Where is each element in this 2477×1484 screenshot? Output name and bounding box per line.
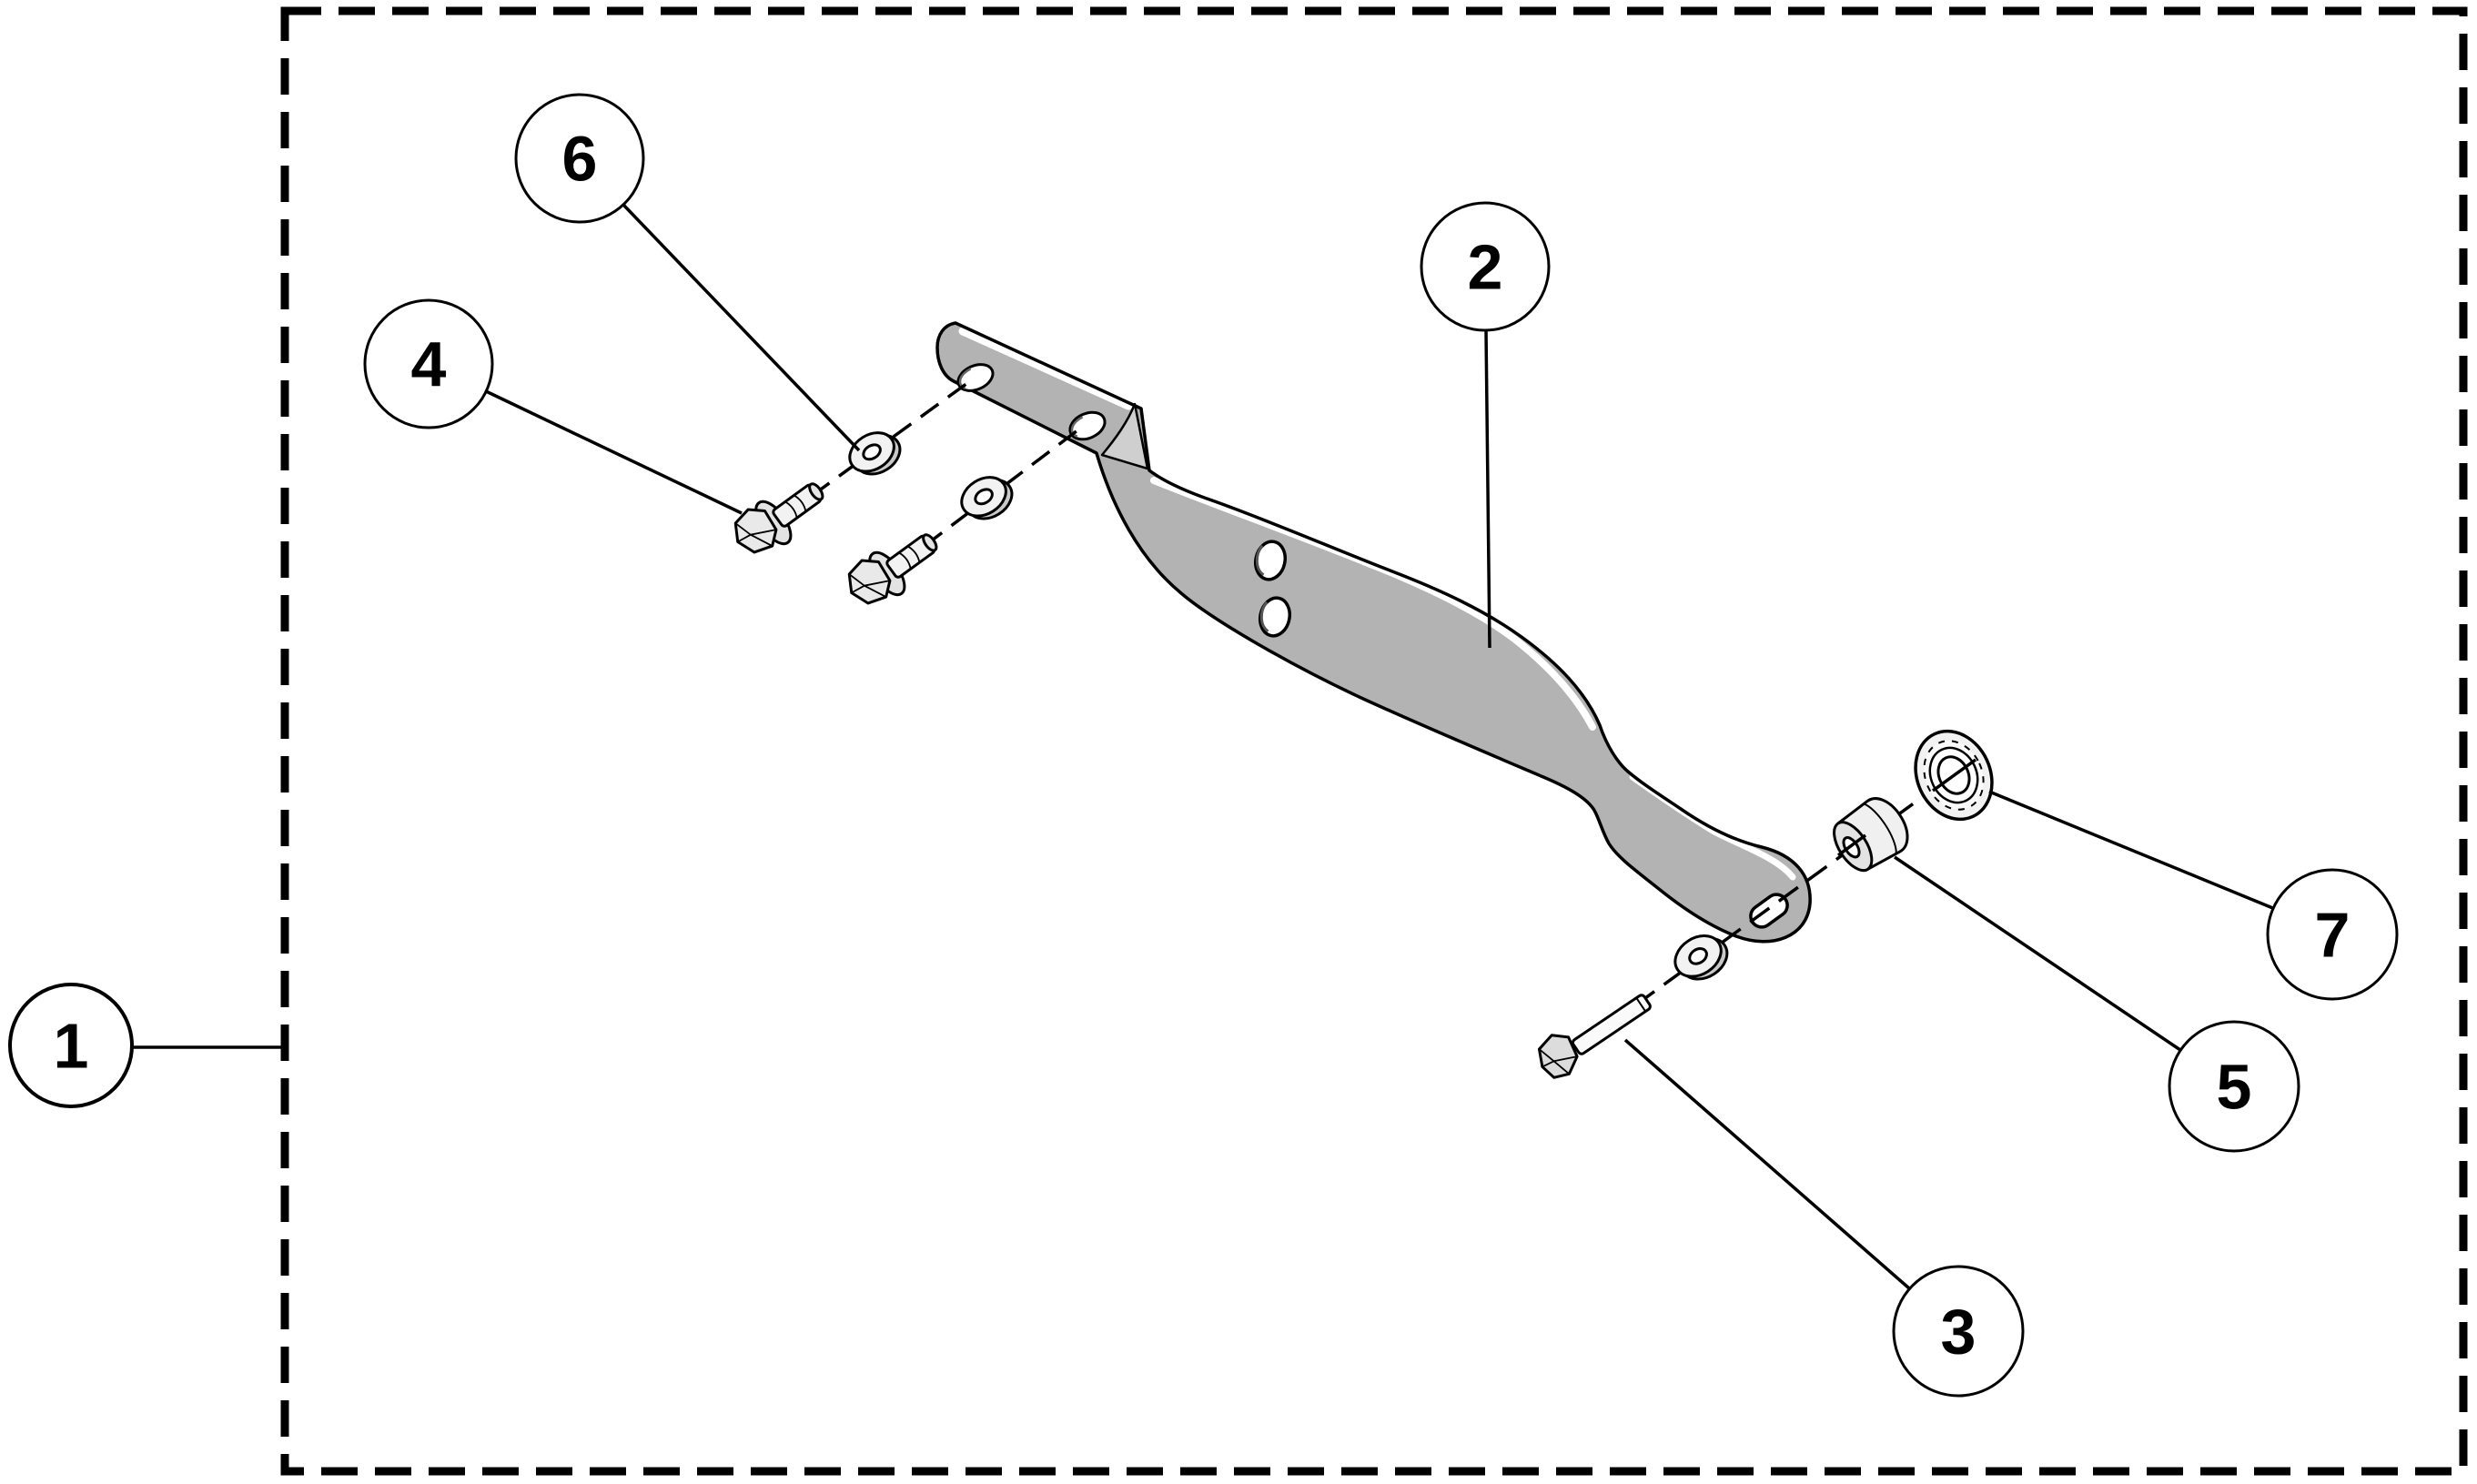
bracket-body bbox=[937, 323, 1811, 942]
part-3-bolt bbox=[1537, 994, 1652, 1079]
bracket-plate-edge-highlight bbox=[958, 327, 1133, 410]
balloon-1-number: 1 bbox=[54, 1011, 89, 1082]
balloon-7: 7 bbox=[2266, 868, 2399, 1001]
balloon-1: 1 bbox=[8, 983, 134, 1108]
bracket-hole-arm-lower bbox=[1259, 596, 1291, 638]
balloon-4: 4 bbox=[363, 298, 494, 429]
balloon-7-number: 7 bbox=[2315, 900, 2351, 971]
balloon-6-number: 6 bbox=[562, 124, 598, 195]
bushing-body bbox=[1836, 797, 1909, 871]
bracket-slot-plate-right bbox=[1068, 410, 1107, 441]
part-6-washer-lower bbox=[960, 476, 1014, 520]
bracket-hole-arm-upper bbox=[1254, 540, 1287, 581]
part-2-bracket bbox=[935, 321, 1812, 944]
balloon-4-circle bbox=[363, 298, 494, 429]
leader-line-7 bbox=[1988, 790, 2276, 911]
assembly-boundary-box bbox=[280, 6, 2468, 1476]
leader-line-6 bbox=[622, 203, 861, 452]
part-6-washer-upper bbox=[848, 431, 902, 476]
leader-line-4 bbox=[485, 389, 743, 515]
bracket-fold-face bbox=[1100, 402, 1149, 470]
balloon-3: 3 bbox=[1892, 1265, 2025, 1398]
ring-axis-tick bbox=[1931, 758, 1977, 792]
balloon-6-circle bbox=[514, 93, 645, 224]
balloon-3-circle bbox=[1892, 1265, 2025, 1398]
balloon-1-circle bbox=[8, 983, 134, 1108]
leader-line-2 bbox=[1484, 329, 1491, 649]
bolt-hex-head bbox=[1537, 1034, 1579, 1079]
balloon-5-circle bbox=[2168, 1020, 2300, 1153]
part-5-bushing bbox=[1833, 797, 1909, 873]
bolt-shaft bbox=[1571, 994, 1652, 1055]
balloon-2-number: 2 bbox=[1468, 232, 1503, 303]
balloon-4-number: 4 bbox=[411, 329, 447, 400]
bolt-head-facets bbox=[848, 573, 891, 598]
balloon-2: 2 bbox=[1420, 201, 1551, 332]
balloon-5: 5 bbox=[2168, 1020, 2300, 1153]
bracket-slot-plate-left bbox=[956, 363, 995, 392]
leader-line-5 bbox=[1894, 855, 2181, 1052]
bracket-arm-edge-highlight bbox=[1150, 477, 1596, 731]
bushing-flange-ridge bbox=[1864, 803, 1897, 853]
balloon-2-circle bbox=[1420, 201, 1551, 332]
leader-line-3 bbox=[1623, 1038, 1911, 1290]
bushing-axis-tick bbox=[1836, 833, 1867, 857]
part-4-bolt-lower bbox=[847, 533, 938, 605]
washer-right-end bbox=[1673, 934, 1729, 981]
bracket-slot-end bbox=[1749, 893, 1789, 929]
bracket-outline bbox=[935, 321, 1812, 944]
part-4-bolt-upper bbox=[733, 482, 824, 554]
balloon-7-circle bbox=[2266, 868, 2399, 1001]
balloon-3-number: 3 bbox=[1941, 1297, 1977, 1368]
balloon-5-number: 5 bbox=[2217, 1052, 2252, 1123]
bolt-hex-head bbox=[733, 508, 778, 554]
bolt-head-facets bbox=[734, 522, 777, 547]
bolt-head-facets bbox=[1538, 1048, 1578, 1075]
bolt-hex-head bbox=[847, 559, 892, 605]
balloon-6: 6 bbox=[514, 93, 645, 224]
